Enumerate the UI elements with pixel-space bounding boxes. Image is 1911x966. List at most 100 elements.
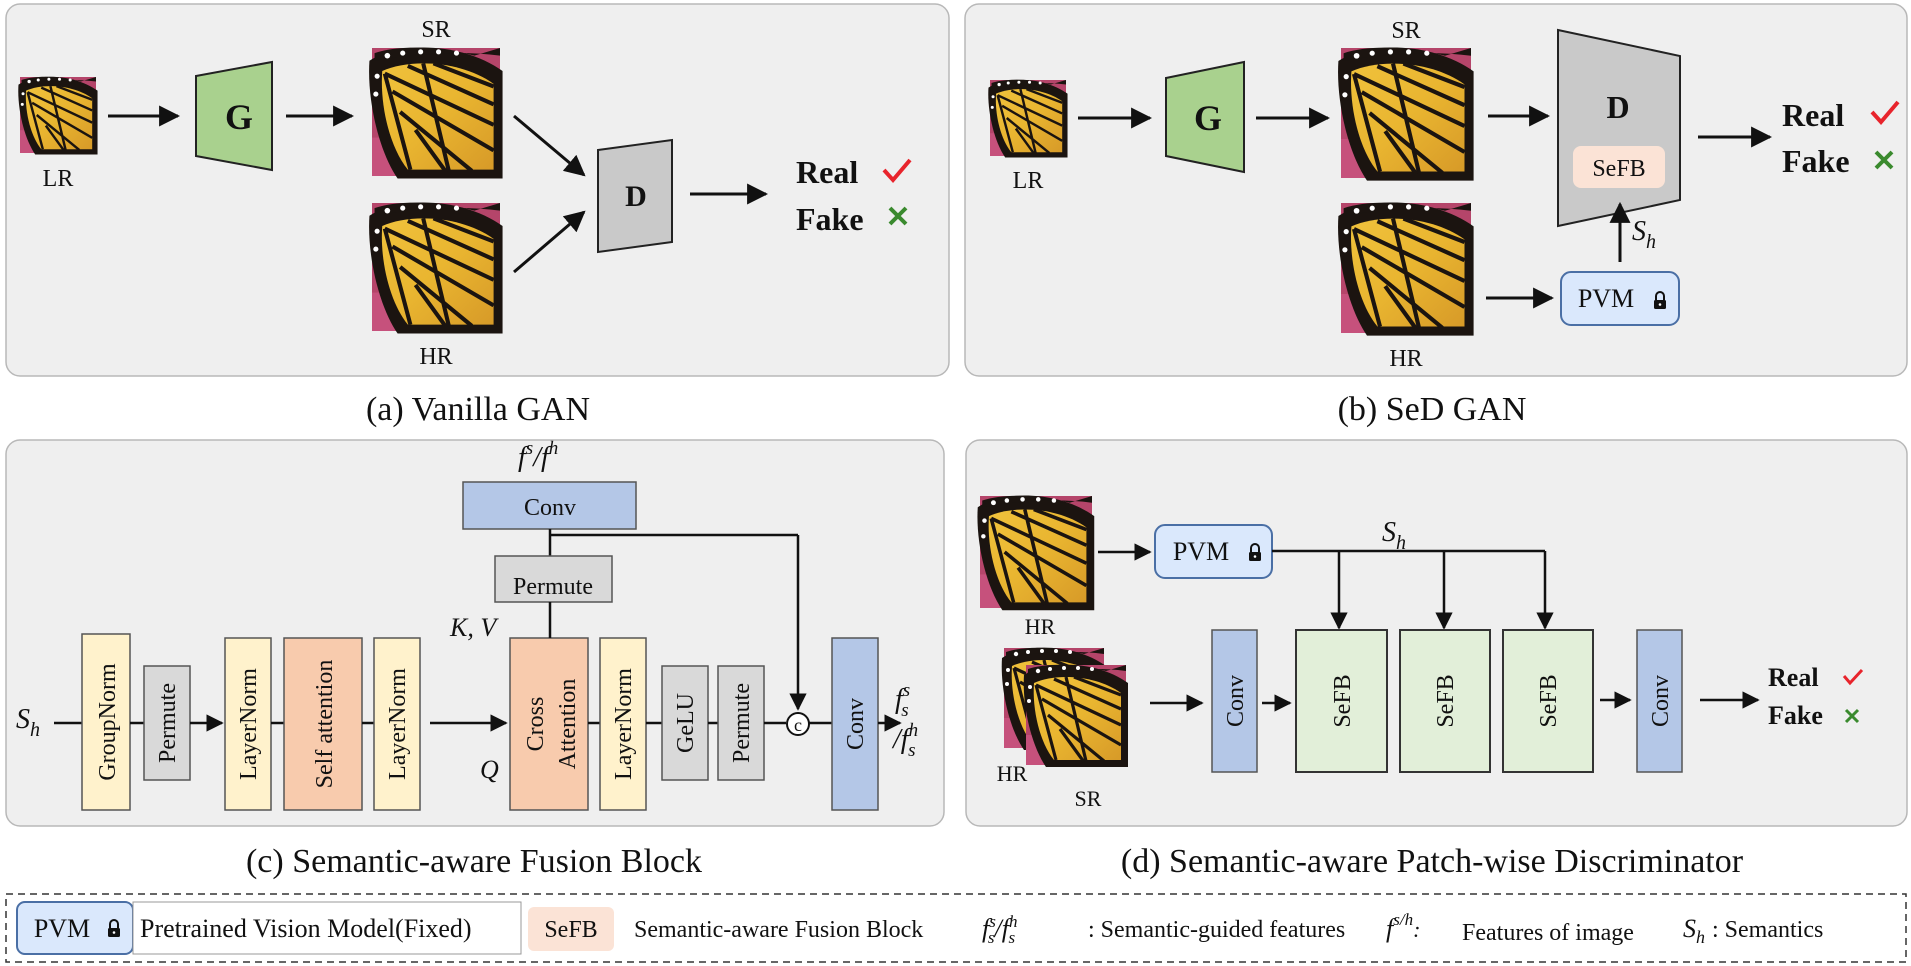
real-label: Real	[796, 154, 858, 190]
layernorm-block	[224, 637, 272, 811]
hr-label: HR	[419, 344, 452, 370]
sefb-block	[1399, 629, 1491, 773]
gelu-block	[661, 665, 709, 781]
self-attention-block	[283, 637, 363, 811]
pvm-block	[1560, 271, 1680, 326]
caption-a: (a) Vanilla GAN	[366, 391, 590, 428]
cross-attention-block	[509, 637, 589, 811]
conv-block	[1636, 629, 1683, 773]
fake-label: Fake	[796, 201, 864, 237]
lr-label: LR	[1013, 168, 1044, 194]
hr-label: HR	[1025, 614, 1056, 639]
generator-block	[195, 60, 273, 172]
conv-block	[1211, 629, 1258, 773]
sefb-block	[1502, 629, 1594, 773]
fake-label: Fake	[1768, 701, 1823, 730]
real-label: Real	[1768, 663, 1819, 692]
sr-label: SR	[421, 17, 450, 43]
groupnorm-block	[81, 633, 131, 811]
panel-c: Sh GroupNorm Permute LayerNorm Self atte…	[5, 438, 945, 827]
caption-d: (d) Semantic-aware Patch-wise Discrimina…	[1121, 843, 1744, 880]
legend-sefb-label: SeFB	[544, 917, 597, 943]
legend-fimg-desc: Features of image	[1462, 920, 1634, 946]
discriminator-block	[597, 138, 673, 254]
discriminator-label: D	[1606, 89, 1629, 125]
legend-fimg-symbol: fs/h:	[1386, 910, 1420, 943]
discriminator-block	[1557, 28, 1681, 228]
sh-label: Sh	[1382, 517, 1406, 554]
conv-label: Conv	[843, 698, 869, 750]
layernorm-label: LayerNorm	[385, 668, 411, 780]
cross-icon	[888, 206, 908, 226]
fake-label: Fake	[1782, 143, 1850, 179]
sefb-block	[1573, 146, 1665, 188]
sefb-block	[1295, 629, 1388, 773]
conv-label: Conv	[524, 495, 576, 521]
sr-label: SR	[1075, 786, 1102, 811]
sefb-label: SeFB	[1433, 674, 1459, 727]
groupnorm-label: GroupNorm	[95, 663, 121, 781]
real-label: Real	[1782, 97, 1844, 133]
permute-block	[717, 665, 765, 781]
sr-image	[1022, 662, 1130, 769]
legend-sh-desc: : Semantics	[1712, 917, 1823, 943]
hr-image	[975, 493, 1097, 613]
q-label: Q	[480, 755, 499, 784]
conv-label: Conv	[1223, 675, 1249, 727]
panel-b: LR G SR HR D SeFB Sh PVM Real Fake	[964, 3, 1908, 377]
concat-label: c	[794, 715, 802, 735]
discriminator-label: D	[625, 180, 647, 213]
panel-d: HR PVM Sh HR SR Conv SeFB SeFB SeFB Conv…	[965, 439, 1908, 827]
hr-label: HR	[1389, 346, 1422, 372]
permute-block	[494, 555, 613, 603]
conv-label: Conv	[1648, 675, 1674, 727]
sh-label: Sh	[1632, 216, 1656, 253]
sr-image	[369, 47, 502, 178]
legend-feat-desc: : Semantic-guided features	[1088, 917, 1345, 943]
generator-block	[1165, 60, 1245, 174]
caption-c: (c) Semantic-aware Fusion Block	[246, 843, 702, 880]
kv-label: K, V	[449, 613, 499, 642]
lr-label: LR	[43, 166, 74, 192]
panel-a: LR G SR HR D Real Fake	[5, 3, 950, 377]
layernorm-label: LayerNorm	[611, 668, 637, 780]
pvm-label: PVM	[1578, 284, 1634, 313]
sr-label: SR	[1391, 18, 1420, 44]
legend-sefb-desc: Semantic-aware Fusion Block	[634, 917, 923, 943]
layernorm-block	[599, 637, 647, 811]
layernorm-block	[373, 637, 421, 811]
hr-image	[1338, 202, 1474, 335]
hr-image	[369, 202, 502, 333]
cross-icon	[1844, 708, 1860, 724]
check-icon	[1870, 100, 1900, 126]
input-feature-label: fs/fh	[518, 438, 558, 473]
permute-block	[143, 665, 191, 781]
sefb-label: SeFB	[1330, 674, 1356, 727]
permute-label: Permute	[513, 574, 593, 600]
check-icon	[882, 158, 912, 184]
caption-b: (b) SeD GAN	[1338, 391, 1527, 428]
self-attention-label: Self attention	[312, 660, 338, 789]
permute-label: Permute	[729, 683, 755, 763]
sh-label: Sh	[16, 704, 40, 741]
permute-label: Permute	[155, 683, 181, 763]
sefb-label: SeFB	[1592, 156, 1645, 182]
legend-pvm-desc: Pretrained Vision Model(Fixed)	[140, 914, 472, 943]
cross-icon	[1874, 150, 1894, 170]
legend-pvm-desc-box	[132, 901, 522, 955]
lr-image	[987, 78, 1069, 159]
conv-block	[831, 637, 879, 811]
lr-image	[17, 75, 99, 156]
legend-sh-symbol: Sh	[1683, 914, 1705, 947]
legend: PVM Pretrained Vision Model(Fixed) SeFB …	[5, 893, 1907, 963]
cross-attention-label: Cross	[523, 697, 549, 752]
legend-pvm-label: PVM	[34, 914, 90, 943]
generator-label: G	[1194, 98, 1222, 138]
sr-image	[1338, 47, 1474, 180]
cross-attention-label-2: Attention	[555, 679, 581, 770]
check-icon	[1842, 668, 1864, 686]
